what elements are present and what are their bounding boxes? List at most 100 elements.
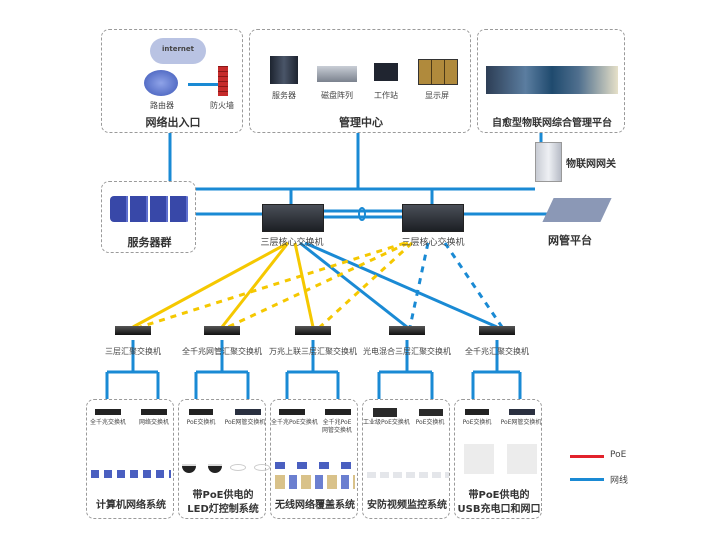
internet-label: internet (161, 45, 194, 53)
subsystem-computer-network: 全千兆交换机 网络交换机 计算机网络系统 (86, 399, 174, 519)
server-group-box: 服务器群 (101, 181, 196, 253)
firewall-icon (218, 66, 228, 96)
agg-switch-1-icon (115, 326, 151, 335)
core-switch-2-icon (402, 204, 464, 232)
legend-network-label: 网线 (610, 476, 629, 486)
agg1-tree (105, 340, 160, 400)
core2-agg1 (139, 241, 406, 329)
management-center-box: 服务器 磁盘阵列 工作站 显示屏 管理中心 (249, 29, 471, 133)
usb-socket-icon (464, 444, 494, 474)
server-icon (270, 56, 298, 84)
legend-poe-label: PoE (610, 450, 627, 460)
server-group-title: 服务器群 (127, 236, 172, 249)
router-firewall-line (188, 83, 218, 86)
subsystem-video-surveillance: 工业级PoE交换机 PoE交换机 安防视频监控系统 (362, 399, 450, 519)
agg-switch-4-label: 光电混合三层汇聚交换机 (363, 347, 451, 356)
core-switch-2-label: 三层核心交换机 (401, 238, 465, 248)
iot-gateway-icon (535, 142, 562, 182)
platform-screens-icon (486, 66, 618, 94)
agg-switch-2-label: 全千兆网管汇聚交换机 (182, 347, 262, 356)
backbone-line (168, 133, 535, 191)
subsystem-usb-charging: PoE交换机 PoE网管交换机 带PoE供电的 USB充电口和网口 (454, 399, 542, 519)
subsystem-title-line2: LED灯控制系统 (187, 504, 259, 515)
internet-entry-title: 网络出入口 (145, 116, 201, 129)
subsystem-switch-label: 全千兆PoE交换机 (271, 419, 318, 426)
agg-switch-5-icon (479, 326, 515, 335)
iot-gateway-label: 物联网网关 (566, 159, 616, 170)
camera-icons (367, 472, 449, 478)
router-icon (144, 70, 178, 96)
access-point-icons (275, 462, 355, 469)
subsystem-switch-icon (95, 409, 121, 415)
subsystem-title: 带PoE供电的 (192, 490, 254, 501)
core1-agg5 (304, 241, 498, 329)
subsystem-title: 安防视频监控系统 (367, 500, 447, 511)
agg-switch-3-icon (295, 326, 331, 335)
agg4-tree (377, 340, 434, 400)
server-group-icon (110, 196, 190, 222)
subsystem-led-lighting: PoE交换机 PoE网管交换机 带PoE供电的 LED灯控制系统 (178, 399, 270, 519)
subsystem-title: 计算机网络系统 (96, 500, 166, 511)
wireless-device-icons (275, 475, 355, 489)
agg5-tree (471, 340, 522, 400)
mgmt-item-disk-array: 磁盘阵列 (321, 91, 353, 100)
iot-platform-title: 自愈型物联网综合管理平台 (492, 118, 612, 129)
core1-agg2 (220, 242, 290, 328)
led-light-icon (208, 464, 222, 473)
subsystem-switch-label: 全千兆交换机 (89, 419, 126, 426)
subsystem-switch-label: 全千兆PoE 网管交换机 (321, 419, 352, 434)
mgmt-item-workstation: 工作站 (374, 91, 398, 100)
agg-switch-4-icon (389, 326, 425, 335)
network-mgmt-icon (542, 198, 612, 222)
subsystem-switch-icon (419, 409, 443, 416)
led-light-icon (230, 464, 246, 471)
subsystem-title: 无线网络覆盖系统 (275, 500, 355, 511)
subsystem-wireless: 全千兆PoE交换机 全千兆PoE 网管交换机 无线网络覆盖系统 (270, 399, 358, 519)
core1-agg3 (293, 242, 315, 328)
iot-platform-box: 自愈型物联网综合管理平台 (477, 29, 625, 133)
core-interlink (322, 209, 402, 219)
core1-agg4 (299, 241, 408, 329)
core-switch-1-label: 三层核心交换机 (260, 238, 324, 248)
subsystem-switch-label: PoE交换机 (462, 419, 492, 426)
disk-array-icon (317, 66, 357, 82)
network-mgmt-title: 网管平台 (548, 234, 592, 247)
internet-cloud-icon (150, 38, 206, 64)
subsystem-title: 带PoE供电的 (468, 490, 530, 501)
mgmt-item-display: 显示屏 (425, 91, 449, 100)
agg3-tree (285, 340, 340, 400)
internet-entry-box: internet 路由器 防火墙 网络出入口 (101, 29, 243, 133)
agg2-tree (194, 340, 250, 400)
core2-agg5 (443, 242, 504, 328)
subsystem-switch-label: PoE交换机 (415, 419, 445, 426)
agg-switch-2-icon (204, 326, 240, 335)
agg-switch-5-label: 全千兆汇聚交换机 (465, 347, 529, 356)
led-light-icon (254, 464, 270, 471)
subsystem-switch-icon (325, 409, 351, 415)
agg-switch-3-label: 万兆上联三层汇聚交换机 (269, 347, 357, 356)
core1-agg1 (132, 241, 289, 329)
workstation-icon (374, 63, 398, 81)
subsystem-switch-icon (373, 408, 397, 417)
subsystem-switch-icon (189, 409, 213, 415)
subsystem-switch-icon (465, 409, 489, 415)
router-label: 路由器 (150, 101, 174, 110)
subsystem-switch-label: PoE网管交换机 (500, 419, 542, 426)
firewall-label: 防火墙 (210, 101, 234, 110)
subsystem-switch-icon (509, 409, 535, 415)
core-switch-1-icon (262, 204, 324, 232)
subsystem-switch-icon (279, 409, 305, 415)
management-center-title: 管理中心 (339, 116, 383, 129)
subsystem-switch-label: PoE网管交换机 (224, 419, 266, 426)
display-screen-icon (418, 59, 458, 85)
mgmt-item-server: 服务器 (272, 91, 296, 100)
subsystem-switch-icon (141, 409, 167, 415)
legend-poe-swatch (570, 455, 604, 458)
computer-icons (91, 470, 171, 478)
core2-agg4 (408, 242, 430, 328)
subsystem-switch-icon (235, 409, 261, 415)
agg-switch-1-label: 三层汇聚交换机 (105, 347, 161, 356)
core2-agg3 (318, 241, 414, 329)
usb-socket-icon (507, 444, 537, 474)
